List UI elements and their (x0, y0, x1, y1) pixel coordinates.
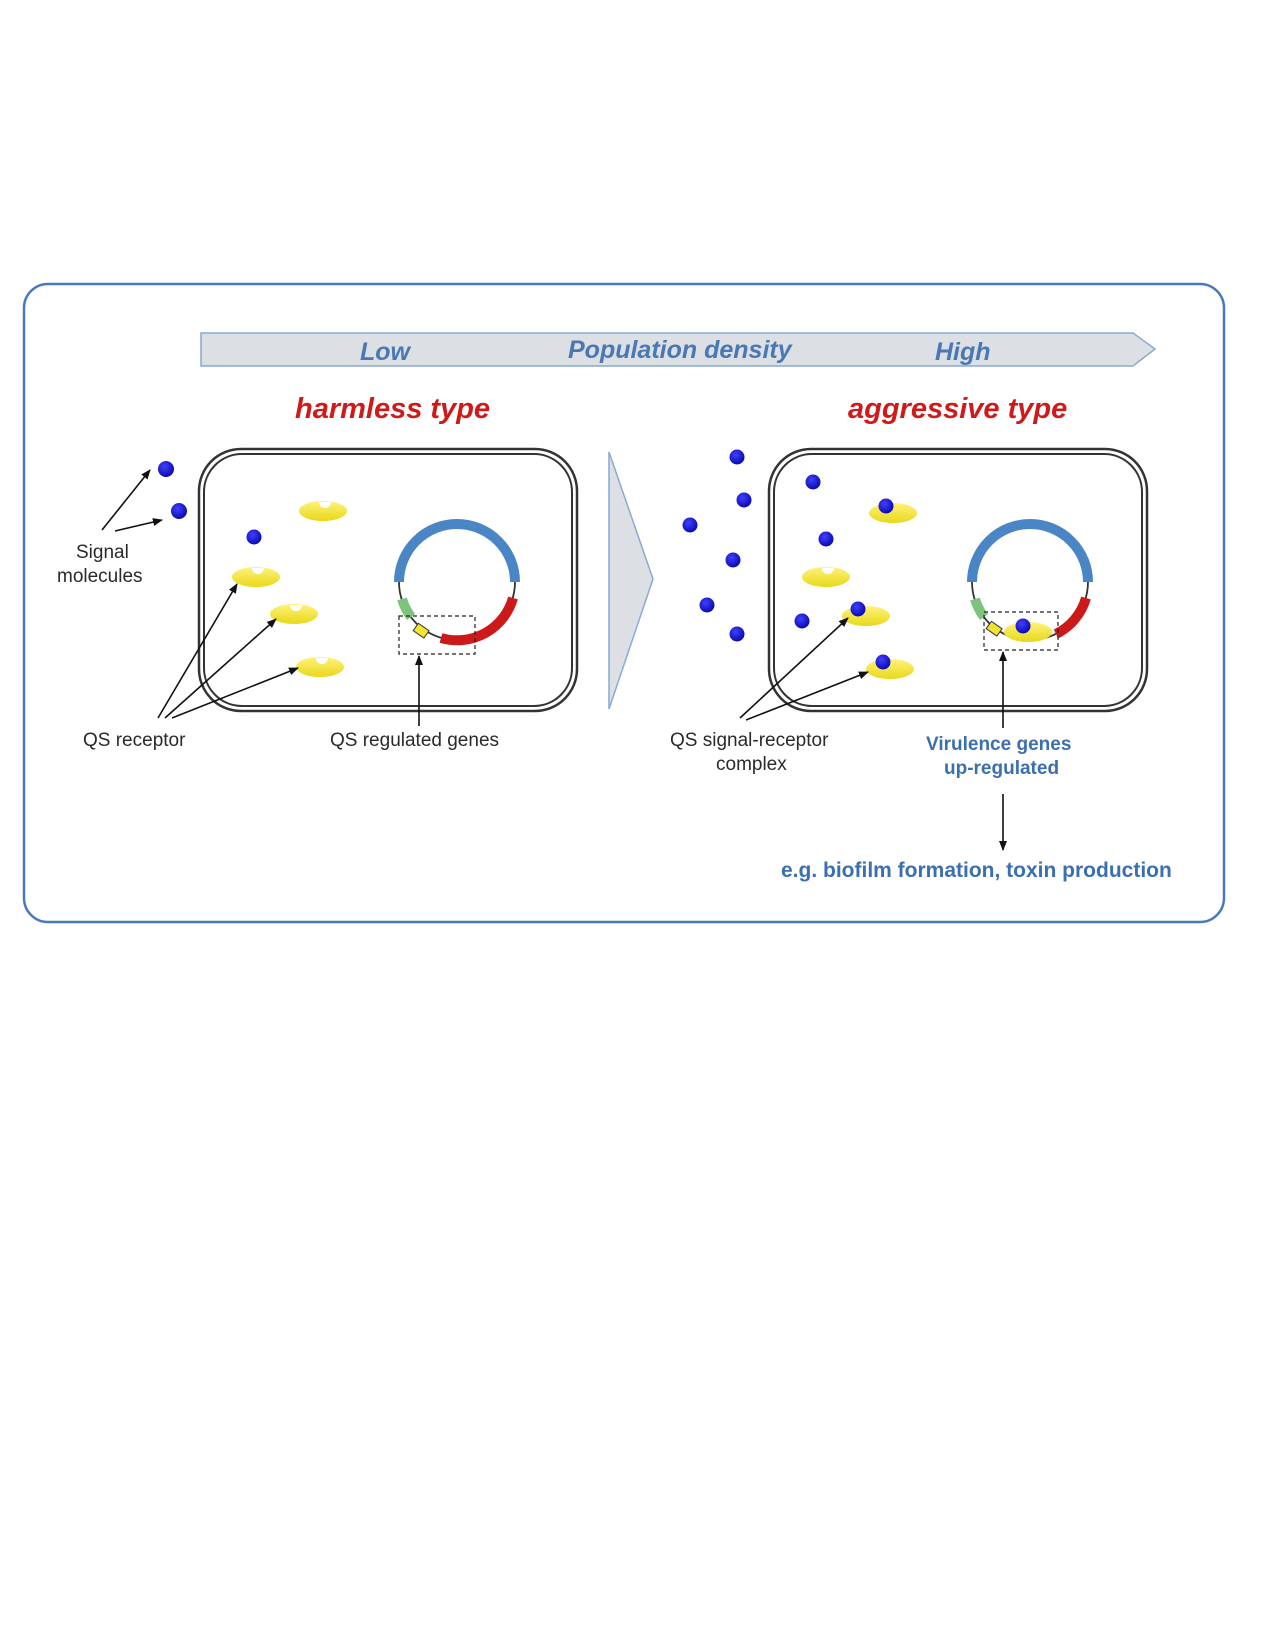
signal-molecule (699, 597, 715, 613)
harmless-cell (197, 447, 579, 713)
signal-molecule (794, 613, 810, 629)
plasmid-yellow-gene (985, 620, 1003, 637)
qs-signal-receptor-complex (869, 498, 917, 523)
plasmid-red-segment (439, 596, 518, 646)
plasmid-blue-segment (394, 519, 520, 583)
qs-signal-receptor-complex (866, 654, 914, 679)
outcome-label: e.g. biofilm formation, toxin production (781, 859, 1172, 882)
signal-molecule (158, 461, 174, 477)
signal-molecule (725, 552, 741, 568)
qs-receptor (802, 567, 850, 587)
virulence-genes-label-line2: up-regulated (944, 758, 1059, 779)
signal-molecules-label-line1: Signal (76, 542, 129, 563)
qs-receptor (299, 501, 347, 521)
population-density-arrow (200, 332, 1157, 367)
receptor-pointer-arrow (171, 667, 299, 719)
qs-signal-receptor-complex-label-line2: complex (716, 754, 787, 775)
aggressive-type-title: aggressive type (848, 393, 1067, 425)
signal-molecule (682, 517, 698, 533)
signal-pointer-arrow (114, 518, 163, 532)
qs-receptor (296, 657, 344, 677)
banner-population-density-label: Population density (568, 336, 793, 364)
qs-signal-receptor-complex-label-line1: QS signal-receptor (670, 730, 829, 751)
outer-frame (22, 282, 1226, 924)
qs-regulated-genes-box (398, 615, 476, 655)
signal-molecule (171, 503, 187, 519)
signal-molecule (729, 626, 745, 642)
signal-molecule (818, 531, 834, 547)
plasmid-yellow-gene (412, 622, 430, 639)
qs-regulated-genes-label: QS regulated genes (330, 730, 499, 751)
receptor-pointer-arrow (157, 583, 238, 719)
harmless-plasmid (394, 519, 520, 655)
harmless-type-title: harmless type (295, 393, 490, 425)
banner-low-label: Low (360, 338, 412, 366)
signal-molecules-label-line2: molecules (57, 566, 143, 587)
complex-pointer-arrow (739, 617, 849, 719)
banner-high-label: High (935, 338, 991, 366)
plasmid-red-segment (1053, 596, 1091, 639)
aggressive-plasmid (967, 519, 1093, 651)
qs-receptor (232, 567, 280, 587)
signal-molecule (729, 449, 745, 465)
plasmid-green-segment (397, 597, 416, 620)
receptor-pointer-arrow (164, 618, 277, 719)
signal-molecule (736, 492, 752, 508)
aggressive-cell (767, 447, 1149, 713)
signal-molecule (805, 474, 821, 490)
virulence-genes-label-line1: Virulence genes (926, 734, 1071, 755)
bound-complex-on-gene (1004, 618, 1052, 642)
transition-arrow (608, 451, 654, 710)
qs-receptor-label: QS receptor (83, 730, 186, 751)
signal-molecule (246, 529, 262, 545)
qs-signal-receptor-complex (842, 601, 890, 626)
complex-pointer-arrow (745, 671, 869, 721)
plasmid-blue-segment (967, 519, 1093, 583)
virulence-genes-box (983, 611, 1059, 651)
signal-pointer-arrow (101, 469, 151, 531)
qs-receptor (270, 604, 318, 624)
